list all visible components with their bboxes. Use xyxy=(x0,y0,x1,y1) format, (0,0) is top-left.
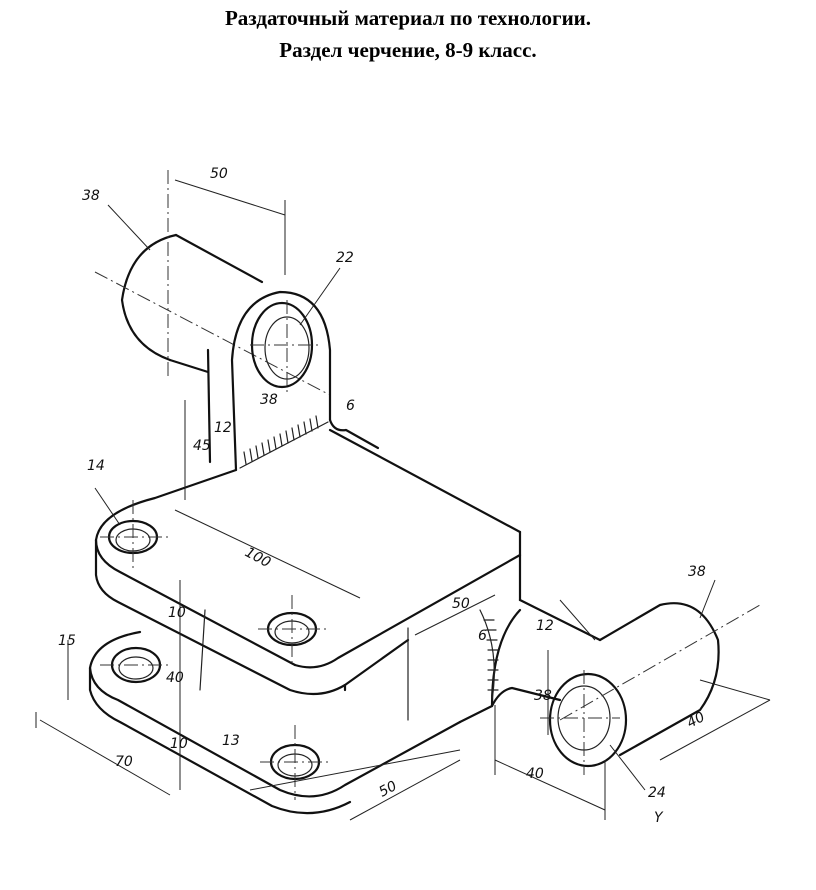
dim-40-cyl: 40 xyxy=(684,709,707,732)
dim-14: 14 xyxy=(87,458,105,474)
dim-100: 100 xyxy=(242,544,273,571)
dim-12-right: 12 xyxy=(536,618,554,634)
dimension-lines xyxy=(35,179,771,821)
dimension-labels: 50 38 22 38 6 12 45 14 100 50 10 40 15 1… xyxy=(58,166,708,826)
dim-38-top: 38 xyxy=(82,188,100,204)
mark-y: Y xyxy=(654,810,664,826)
dim-22: 22 xyxy=(336,250,354,266)
dim-50-right: 50 xyxy=(452,596,470,612)
dim-70: 70 xyxy=(115,754,133,770)
dim-40-side: 40 xyxy=(166,670,184,686)
dim-38-cyl: 38 xyxy=(688,564,706,580)
dim-12-lug: 12 xyxy=(214,420,232,436)
dim-38-lug: 38 xyxy=(260,392,278,408)
flange-holes-top xyxy=(100,500,330,665)
dim-6-right: 6 xyxy=(478,628,487,644)
top-cylinder xyxy=(94,170,331,396)
dim-15-left: 15 xyxy=(58,633,76,649)
dim-50-top: 50 xyxy=(210,166,228,182)
dim-10-a: 10 xyxy=(168,605,186,621)
vertical-lug xyxy=(206,290,380,472)
dim-45: 45 xyxy=(193,438,211,454)
right-block xyxy=(458,598,602,724)
handout-title-line1: Раздаточный материал по технологии. xyxy=(224,6,592,30)
main-body xyxy=(94,428,522,721)
dim-24: 24 xyxy=(648,785,666,801)
lower-flange xyxy=(88,630,462,815)
dim-13: 13 xyxy=(222,733,240,749)
dim-10-b: 10 xyxy=(170,736,188,752)
right-cylinder xyxy=(540,602,761,775)
dim-50-bottom: 50 xyxy=(376,778,399,801)
handout-title-line2: Раздел черчение, 8-9 класс. xyxy=(279,38,537,62)
dim-6-top: 6 xyxy=(346,398,355,414)
dim-40-base: 40 xyxy=(526,766,544,782)
dim-38-right: 38 xyxy=(534,688,552,704)
